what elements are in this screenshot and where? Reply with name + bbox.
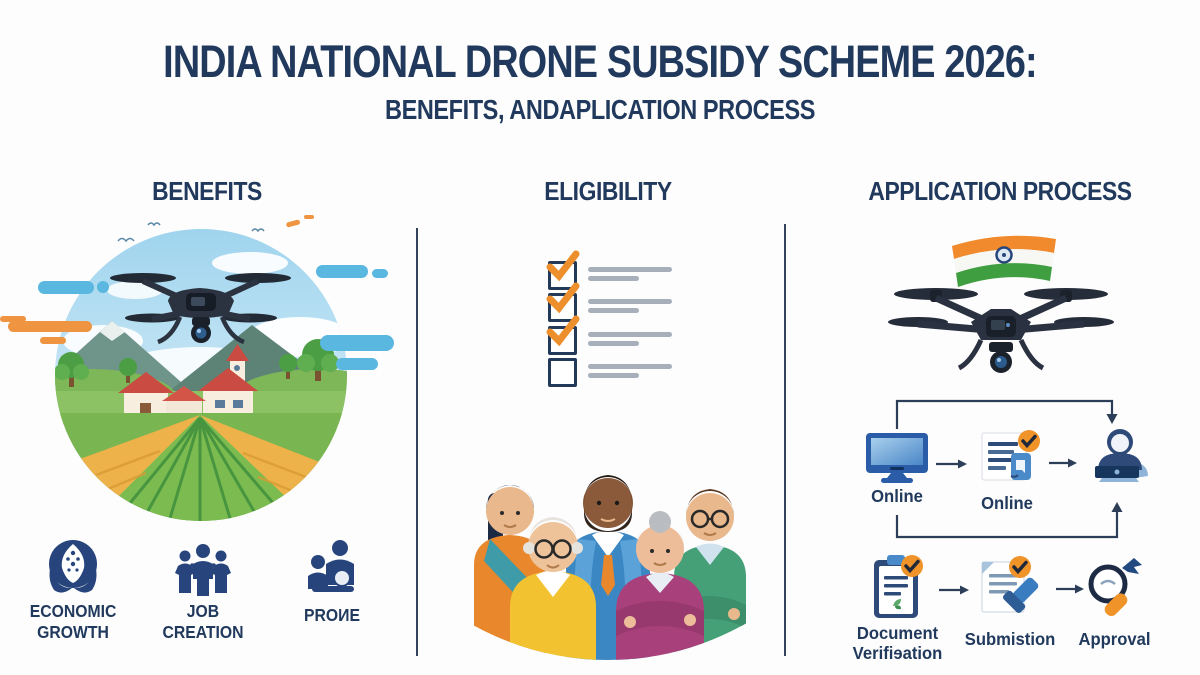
column-divider [784, 224, 786, 656]
page-subtitle: BENEFITS, ANDAPLICATION PROCESS [385, 94, 815, 125]
job-creation-icon [175, 544, 231, 596]
checkmark-icon [546, 315, 580, 346]
placeholder-line [588, 364, 672, 369]
placeholder-line [588, 299, 672, 304]
checklist-item [546, 282, 748, 323]
checkmark-icon [546, 282, 580, 313]
checkmark-icon [546, 250, 580, 281]
benefits-header: BENEFITS [152, 176, 262, 206]
checklist-item [546, 250, 748, 291]
applicant-laptop-icon [1095, 429, 1148, 482]
eligibility-header: ELIGIBILITY [544, 176, 672, 206]
eligibility-checklist [546, 250, 758, 397]
drone-icon [888, 288, 1114, 373]
flow-step-label-submission: Submistion [964, 629, 1056, 649]
submission-icon [981, 556, 1039, 614]
online-application-icon [981, 430, 1040, 481]
page-title: INDIA NATIONAL DRONE SUBSIDY SCHEME 2026… [163, 36, 1037, 87]
placeholder-line [588, 341, 639, 346]
placeholder-line [588, 276, 639, 281]
application-header: APPLICATION PROCESS [868, 176, 1132, 206]
checkbox [548, 358, 577, 387]
indian-flag-icon [952, 235, 1056, 287]
benefit-label-community: PROИE [304, 605, 360, 625]
placeholder-line [588, 267, 672, 272]
computer-monitor-icon [866, 433, 928, 483]
flow-step-label-online-2: Online [981, 493, 1033, 513]
column-divider [416, 228, 418, 656]
document-verification-icon [874, 555, 923, 618]
checklist-item [548, 358, 748, 388]
economic-growth-icon [49, 540, 97, 593]
drone-over-farm-illustration [0, 215, 394, 521]
community-icon [308, 540, 354, 592]
flow-step-label-online-1: Online [871, 486, 923, 506]
benefit-label-economic-growth: ECONOMIC GROWTH [29, 601, 117, 642]
checklist-item [546, 315, 748, 356]
flow-step-label-document-verification: Document Verifiɘation [852, 623, 943, 664]
benefit-label-job-creation: JOB CREATION [162, 601, 244, 642]
diverse-people-group-illustration [474, 475, 746, 660]
flow-step-label-approval: Approval [1078, 629, 1151, 649]
approval-icon [1088, 558, 1142, 617]
placeholder-line [588, 308, 639, 313]
placeholder-line [588, 332, 672, 337]
placeholder-line [588, 373, 639, 378]
